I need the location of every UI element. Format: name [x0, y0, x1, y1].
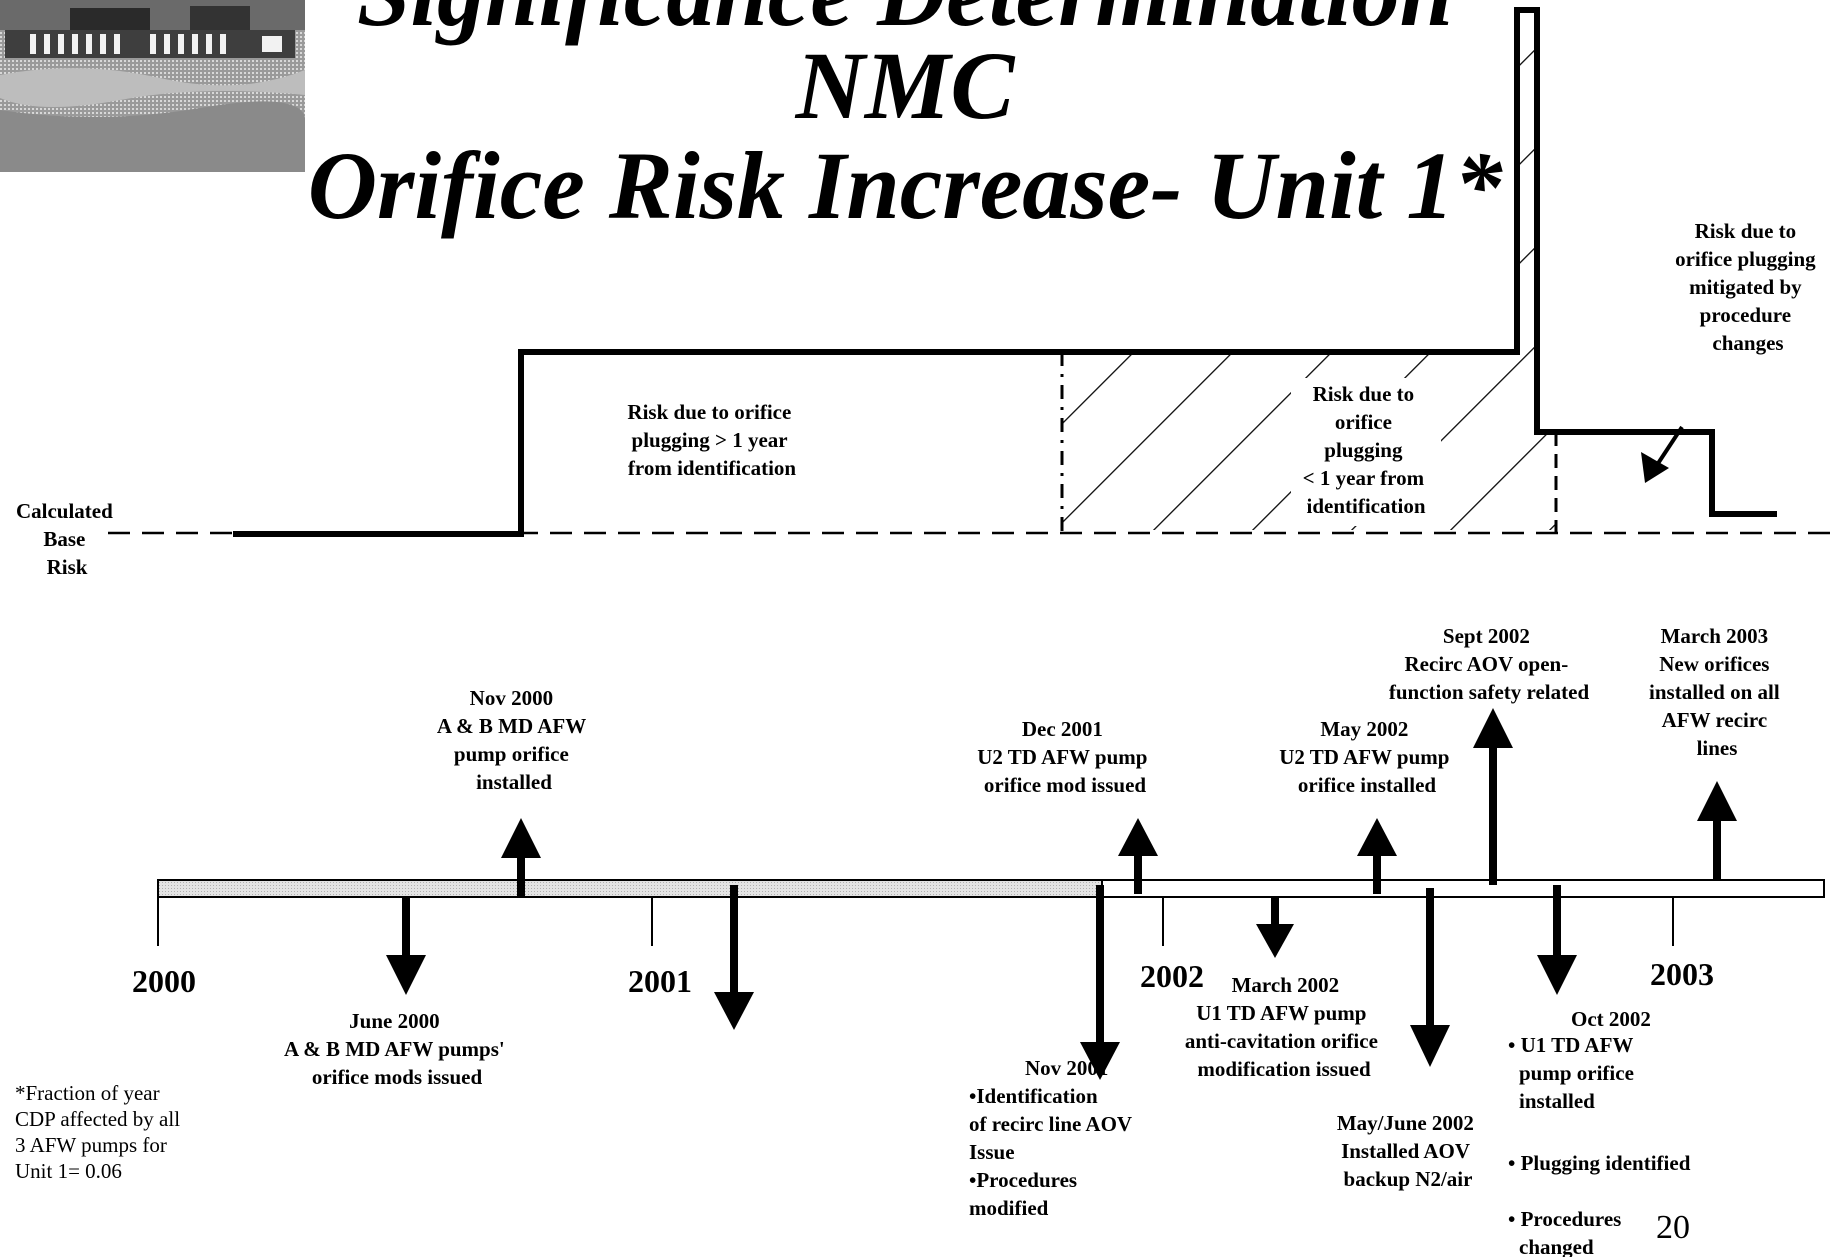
footnote: *Fraction of year CDP affected by all 3 … [15, 1081, 185, 1183]
event-may-2002: May 2002 U2 TD AFW pump orifice installe… [1279, 717, 1454, 797]
year-label-2002: 2002 [1140, 958, 1204, 994]
year-ticks [157, 897, 1674, 946]
event-june-2000: June 2000 A & B MD AFW pumps' orifice mo… [284, 1009, 510, 1089]
event-march-2003: March 2003 New orifices installed on all… [1649, 624, 1785, 760]
event-may-june-2002: May/June 2002 Installed AOV backup N2/ai… [1337, 1111, 1479, 1191]
risk-step-profile-line [233, 7, 1777, 537]
title-line-3: Orifice Risk Increase- Unit 1* [308, 132, 1504, 239]
base-risk-label: Calculated Base Risk [16, 499, 118, 579]
year-label-2000: 2000 [132, 963, 196, 999]
up-arrows [501, 708, 1737, 897]
title-line-2: NMC [795, 32, 1016, 139]
down-arrows [386, 885, 1577, 1080]
building-logo-image [0, 0, 305, 172]
year-label-2003: 2003 [1650, 956, 1714, 992]
page-number: 20 [1656, 1209, 1690, 1246]
event-dec-2001: Dec 2001 U2 TD AFW pump orifice mod issu… [977, 717, 1152, 797]
event-nov-2000: Nov 2000 A & B MD AFW pump orifice insta… [437, 686, 591, 794]
mitigation-pointer-arrowhead [1641, 452, 1669, 483]
event-nov-2001: Nov 2001 •Identification of recirc line … [969, 1056, 1137, 1220]
timeline: 2000 2001 2002 2003 June 2000 A & B MD A… [132, 624, 1825, 1257]
year-label-2001: 2001 [628, 963, 692, 999]
title-line-1: Significance Determination [357, 0, 1453, 46]
event-sept-2002: Sept 2002 Recirc AOV open- function safe… [1389, 624, 1590, 704]
risk-profile-diagram: Calculated Base Risk Risk due to orifice… [16, 7, 1841, 579]
risk-mitigated-label: Risk due to orifice plugging mitigated b… [1675, 219, 1821, 355]
risk-long-term-label: Risk due to orifice plugging > 1 year fr… [627, 400, 796, 480]
event-oct-2002: Oct 2002 • U1 TD AFW pump orifice instal… [1508, 1007, 1696, 1257]
event-march-2002: March 2002 U1 TD AFW pump anti-cavitatio… [1185, 973, 1383, 1081]
mitigation-pointer-arrow [1653, 425, 1684, 470]
risk-short-term-label: Risk due to orifice plugging < 1 year fr… [1303, 382, 1430, 518]
